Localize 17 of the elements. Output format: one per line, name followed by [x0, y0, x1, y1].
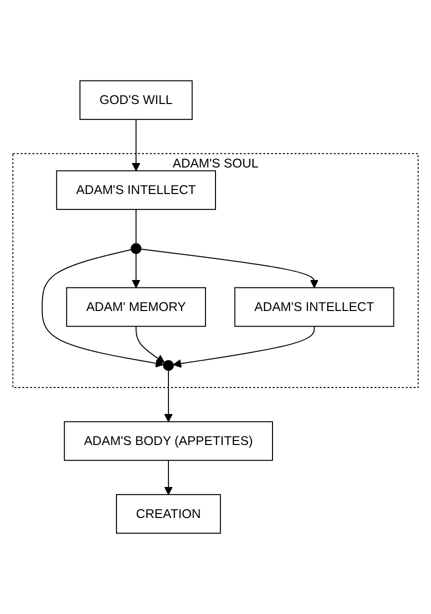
arrow [164, 460, 173, 495]
node-box: ADAM'S INTELLECT [56, 170, 216, 210]
node-circle [163, 360, 174, 371]
arrow [132, 252, 140, 288]
node-box: ADAM'S INTELLECT [234, 287, 394, 327]
arrow [42, 249, 164, 368]
connector [136, 208, 137, 244]
node-box: CREATION [116, 494, 221, 534]
arrow [136, 326, 165, 364]
arrow [172, 326, 315, 368]
node-box: ADAM' MEMORY [66, 287, 206, 327]
arrow [132, 118, 140, 172]
node-box: ADAM'S BODY (APPETITES) [64, 421, 273, 461]
node-box: GOD'S WILL [79, 80, 193, 120]
node-circle [130, 243, 142, 254]
arrow [164, 370, 173, 422]
arrow [140, 248, 319, 288]
